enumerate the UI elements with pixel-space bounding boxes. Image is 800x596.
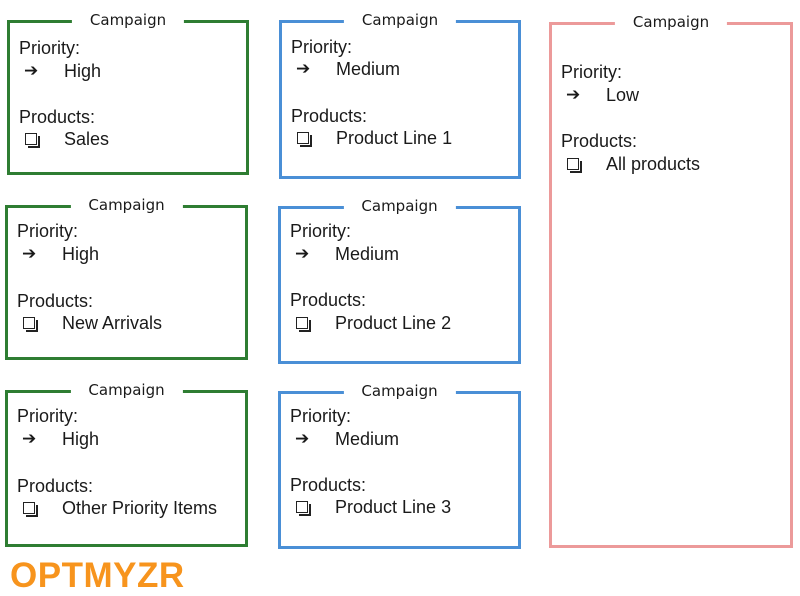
priority-row: ➔ Medium	[296, 58, 400, 80]
checkbox-icon	[296, 127, 336, 149]
products-row: Product Line 2	[295, 312, 451, 334]
products-label: Products:	[290, 290, 367, 310]
product-value: Sales	[64, 129, 110, 149]
arrow-right-icon: ➔	[22, 244, 37, 264]
campaign-box-medium-3: Campaign Priority: ➔ Medium Products: Pr…	[278, 381, 521, 549]
campaign-title: Campaign	[70, 195, 183, 215]
campaign-box-high-1: Campaign Priority: ➔ High Products: Sale…	[7, 10, 249, 175]
priority-row: ➔ Medium	[295, 243, 399, 265]
product-value: Product Line 3	[335, 497, 452, 517]
priority-label: Priority:	[17, 406, 79, 426]
checkbox-icon	[22, 497, 62, 519]
product-value: All products	[606, 154, 701, 174]
priority-row: ➔ High	[22, 428, 99, 450]
product-value: New Arrivals	[62, 313, 163, 333]
campaign-title: Campaign	[343, 10, 457, 30]
priority-value: Medium	[336, 59, 401, 79]
products-label: Products:	[561, 131, 638, 151]
campaign-box-medium-2: Campaign Priority: ➔ Medium Products: Pr…	[278, 196, 521, 364]
products-row: New Arrivals	[22, 312, 162, 334]
arrow-right-icon: ➔	[22, 429, 37, 449]
products-row: Other Priority Items	[22, 497, 217, 519]
optmyzr-logo: OPTMYZR	[10, 556, 185, 595]
priority-row: ➔ High	[22, 243, 99, 265]
priority-row: ➔ Low	[566, 84, 639, 106]
arrow-right-icon: ➔	[296, 59, 311, 79]
product-value: Product Line 1	[336, 128, 453, 148]
products-row: Product Line 1	[296, 127, 452, 149]
campaign-box-medium-1: Campaign Priority: ➔ Medium Products: Pr…	[279, 10, 521, 179]
priority-value: Medium	[335, 244, 400, 264]
priority-label: Priority:	[290, 406, 352, 426]
products-label: Products:	[19, 107, 96, 127]
priority-row: ➔ Medium	[295, 428, 399, 450]
campaign-box-high-3: Campaign Priority: ➔ High Products: Othe…	[5, 380, 248, 547]
campaign-box-high-2: Campaign Priority: ➔ High Products: New …	[5, 195, 248, 360]
priority-value: High	[62, 244, 100, 264]
campaign-title: Campaign	[70, 380, 183, 400]
products-row: Product Line 3	[295, 496, 451, 518]
priority-label: Priority:	[19, 38, 81, 58]
product-value: Product Line 2	[335, 313, 452, 333]
product-value: Other Priority Items	[62, 498, 218, 518]
checkbox-icon	[22, 312, 62, 334]
checkbox-icon	[24, 128, 64, 150]
priority-label: Priority:	[291, 37, 353, 57]
priority-label: Priority:	[290, 221, 352, 241]
arrow-right-icon: ➔	[295, 429, 310, 449]
products-label: Products:	[17, 291, 94, 311]
campaign-title: Campaign	[343, 196, 456, 216]
campaign-title: Campaign	[343, 381, 456, 401]
priority-row: ➔ High	[24, 60, 101, 82]
checkbox-icon	[566, 153, 606, 175]
products-label: Products:	[291, 106, 368, 126]
priority-value: High	[62, 429, 100, 449]
campaign-title: Campaign	[71, 10, 185, 30]
checkbox-icon	[295, 312, 335, 334]
arrow-right-icon: ➔	[295, 244, 310, 264]
arrow-right-icon: ➔	[566, 85, 581, 105]
priority-value: High	[64, 61, 102, 81]
priority-value: Low	[606, 85, 640, 105]
priority-label: Priority:	[17, 221, 79, 241]
products-row: Sales	[24, 128, 109, 150]
arrow-right-icon: ➔	[24, 61, 39, 81]
products-label: Products:	[17, 476, 94, 496]
campaign-title: Campaign	[614, 12, 728, 32]
campaign-box-low: Campaign Priority: ➔ Low Products: All p…	[549, 12, 793, 548]
checkbox-icon	[295, 496, 335, 518]
priority-value: Medium	[335, 429, 400, 449]
priority-label: Priority:	[561, 62, 623, 82]
products-row: All products	[566, 153, 700, 175]
products-label: Products:	[290, 475, 367, 495]
